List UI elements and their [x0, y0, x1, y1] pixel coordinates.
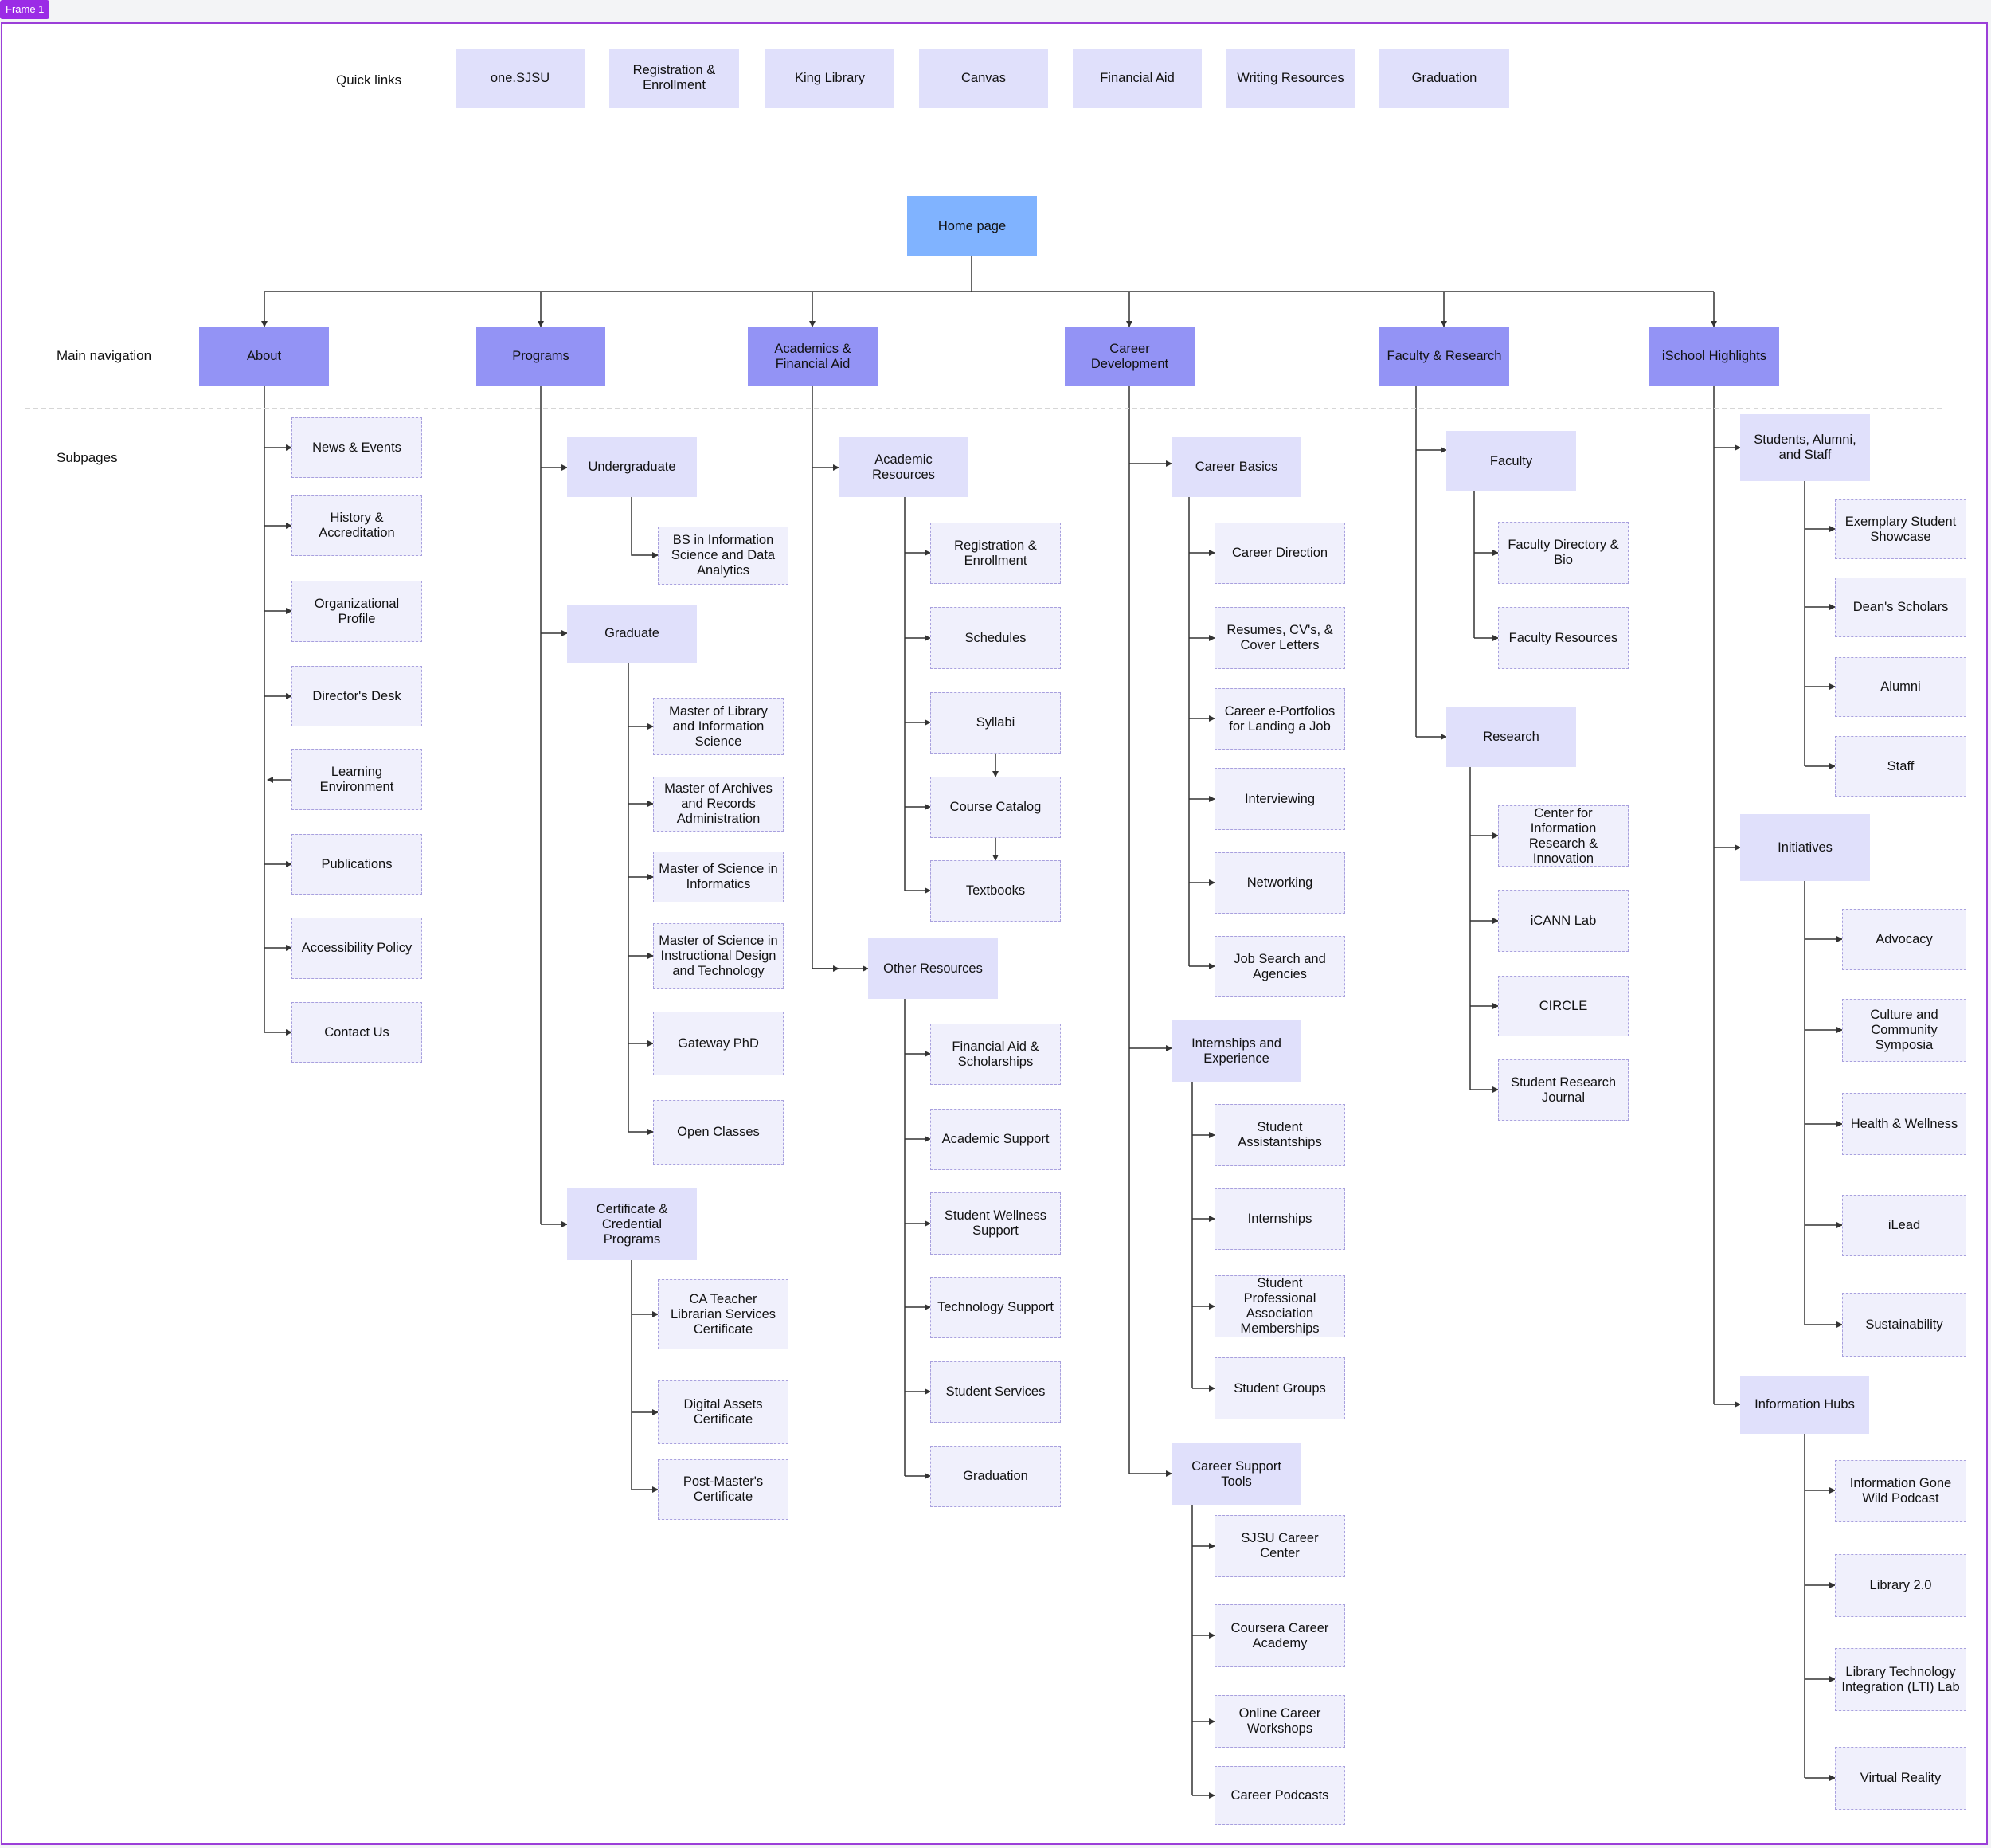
highlights-exemplary-showcase[interactable]: Exemplary Student Showcase	[1835, 499, 1966, 559]
quick-link-writing-resources[interactable]: Writing Resources	[1226, 49, 1355, 108]
main-nav-ischool-highlights[interactable]: iSchool Highlights	[1649, 327, 1779, 386]
academics-textbooks[interactable]: Textbooks	[930, 860, 1061, 922]
about-accessibility-policy[interactable]: Accessibility Policy	[291, 918, 422, 979]
section-divider	[25, 408, 1942, 409]
program-digital-assets[interactable]: Digital Assets Certificate	[658, 1380, 788, 1444]
initiative-health-wellness[interactable]: Health & Wellness	[1842, 1093, 1966, 1155]
quick-link-graduation[interactable]: Graduation	[1379, 49, 1509, 108]
hub-lti-lab[interactable]: Library Technology Integration (LTI) Lab	[1835, 1648, 1966, 1711]
main-nav-about[interactable]: About	[199, 327, 329, 386]
program-gateway-phd[interactable]: Gateway PhD	[653, 1012, 784, 1075]
program-open-classes[interactable]: Open Classes	[653, 1100, 784, 1165]
program-bs-info-science[interactable]: BS in Information Science and Data Analy…	[658, 527, 788, 585]
program-mlis[interactable]: Master of Library and Information Scienc…	[653, 698, 784, 755]
about-learning-environment[interactable]: Learning Environment	[291, 749, 422, 810]
connector-line	[631, 497, 659, 558]
quick-links-label: Quick links	[336, 72, 402, 88]
academics-graduation[interactable]: Graduation	[930, 1446, 1061, 1507]
academics-syllabi[interactable]: Syllabi	[930, 692, 1061, 754]
faculty-resources[interactable]: Faculty Resources	[1498, 607, 1629, 669]
about-directors-desk[interactable]: Director's Desk	[291, 666, 422, 726]
programs-undergraduate[interactable]: Undergraduate	[567, 437, 697, 497]
highlights-information-hubs[interactable]: Information Hubs	[1740, 1376, 1869, 1434]
about-publications[interactable]: Publications	[291, 834, 422, 895]
initiative-ilead[interactable]: iLead	[1842, 1195, 1966, 1256]
quick-link-onesjsu[interactable]: one.SJSU	[456, 49, 585, 108]
quick-link-financial-aid[interactable]: Financial Aid	[1073, 49, 1202, 108]
highlights-students-alumni-staff[interactable]: Students, Alumni, and Staff	[1740, 414, 1870, 481]
career-podcasts[interactable]: Career Podcasts	[1215, 1766, 1345, 1825]
quick-link-registration[interactable]: Registration & Enrollment	[609, 49, 739, 108]
programs-graduate[interactable]: Graduate	[567, 605, 697, 663]
academics-schedules[interactable]: Schedules	[930, 607, 1061, 669]
program-ca-teacher-librarian[interactable]: CA Teacher Librarian Services Certificat…	[658, 1279, 788, 1349]
career-e-portfolios[interactable]: Career e-Portfolios for Landing a Job	[1215, 688, 1345, 750]
program-ms-informatics[interactable]: Master of Science in Informatics	[653, 852, 784, 902]
about-history-accreditation[interactable]: History & Accreditation	[291, 495, 422, 556]
research-icann-lab[interactable]: iCANN Lab	[1498, 890, 1629, 952]
research-node[interactable]: Research	[1446, 707, 1576, 767]
career-basics[interactable]: Career Basics	[1172, 437, 1301, 497]
career-support-tools[interactable]: Career Support Tools	[1172, 1443, 1301, 1505]
career-coursera-academy[interactable]: Coursera Career Academy	[1215, 1604, 1345, 1667]
career-job-search-agencies[interactable]: Job Search and Agencies	[1215, 936, 1345, 997]
academics-registration-enrollment[interactable]: Registration & Enrollment	[930, 523, 1061, 584]
career-resumes-cvs[interactable]: Resumes, CV's, & Cover Letters	[1215, 607, 1345, 669]
faculty-node[interactable]: Faculty	[1446, 431, 1576, 491]
academics-course-catalog[interactable]: Course Catalog	[930, 777, 1061, 838]
academics-other-resources[interactable]: Other Resources	[868, 938, 998, 999]
career-networking[interactable]: Networking	[1215, 852, 1345, 914]
home-page-node[interactable]: Home page	[907, 196, 1037, 256]
academics-student-services[interactable]: Student Services	[930, 1361, 1061, 1423]
main-nav-faculty-research[interactable]: Faculty & Research	[1379, 327, 1509, 386]
frame-title-tab[interactable]: Frame 1	[0, 0, 50, 19]
highlights-staff[interactable]: Staff	[1835, 736, 1966, 797]
program-ms-instructional-design[interactable]: Master of Science in Instructional Desig…	[653, 923, 784, 989]
faculty-directory-bio[interactable]: Faculty Directory & Bio	[1498, 522, 1629, 584]
academics-technology-support[interactable]: Technology Support	[930, 1277, 1061, 1338]
career-online-workshops[interactable]: Online Career Workshops	[1215, 1695, 1345, 1748]
research-student-journal[interactable]: Student Research Journal	[1498, 1059, 1629, 1121]
about-contact-us[interactable]: Contact Us	[291, 1002, 422, 1063]
initiative-culture-community-symposia[interactable]: Culture and Community Symposia	[1842, 999, 1966, 1062]
career-interviewing[interactable]: Interviewing	[1215, 768, 1345, 830]
main-navigation-label: Main navigation	[57, 348, 152, 363]
main-nav-academics-financial-aid[interactable]: Academics & Financial Aid	[748, 327, 878, 386]
academics-student-wellness-support[interactable]: Student Wellness Support	[930, 1192, 1061, 1255]
highlights-alumni[interactable]: Alumni	[1835, 657, 1966, 717]
hub-virtual-reality[interactable]: Virtual Reality	[1835, 1747, 1966, 1810]
career-sjsu-career-center[interactable]: SJSU Career Center	[1215, 1515, 1345, 1577]
about-news-events[interactable]: News & Events	[291, 417, 422, 478]
career-student-assistantships[interactable]: Student Assistantships	[1215, 1104, 1345, 1166]
main-nav-programs[interactable]: Programs	[476, 327, 605, 386]
programs-certificate-credential[interactable]: Certificate & Credential Programs	[567, 1188, 697, 1260]
program-post-masters[interactable]: Post-Master's Certificate	[658, 1459, 788, 1520]
career-direction[interactable]: Career Direction	[1215, 523, 1345, 584]
hub-information-gone-wild[interactable]: Information Gone Wild Podcast	[1835, 1460, 1966, 1522]
quick-link-king-library[interactable]: King Library	[765, 49, 894, 108]
initiative-sustainability[interactable]: Sustainability	[1842, 1293, 1966, 1357]
highlights-deans-scholars[interactable]: Dean's Scholars	[1835, 578, 1966, 637]
career-internships[interactable]: Internships	[1215, 1188, 1345, 1250]
research-center-info-research[interactable]: Center for Information Research & Innova…	[1498, 805, 1629, 867]
research-circle[interactable]: CIRCLE	[1498, 976, 1629, 1036]
hub-library-2-0[interactable]: Library 2.0	[1835, 1554, 1966, 1617]
highlights-initiatives[interactable]: Initiatives	[1740, 814, 1870, 881]
career-professional-associations[interactable]: Student Professional Association Members…	[1215, 1275, 1345, 1337]
subpages-label: Subpages	[57, 450, 118, 465]
academics-financial-aid-scholarships[interactable]: Financial Aid & Scholarships	[930, 1024, 1061, 1085]
about-organizational-profile[interactable]: Organizational Profile	[291, 581, 422, 642]
quick-link-canvas[interactable]: Canvas	[919, 49, 1048, 108]
academics-academic-support[interactable]: Academic Support	[930, 1109, 1061, 1170]
initiative-advocacy[interactable]: Advocacy	[1842, 909, 1966, 970]
academics-academic-resources[interactable]: Academic Resources	[839, 437, 968, 497]
main-nav-career-development[interactable]: Career Development	[1065, 327, 1195, 386]
career-internships-experience[interactable]: Internships and Experience	[1172, 1020, 1301, 1082]
career-student-groups[interactable]: Student Groups	[1215, 1357, 1345, 1419]
program-mara[interactable]: Master of Archives and Records Administr…	[653, 777, 784, 832]
